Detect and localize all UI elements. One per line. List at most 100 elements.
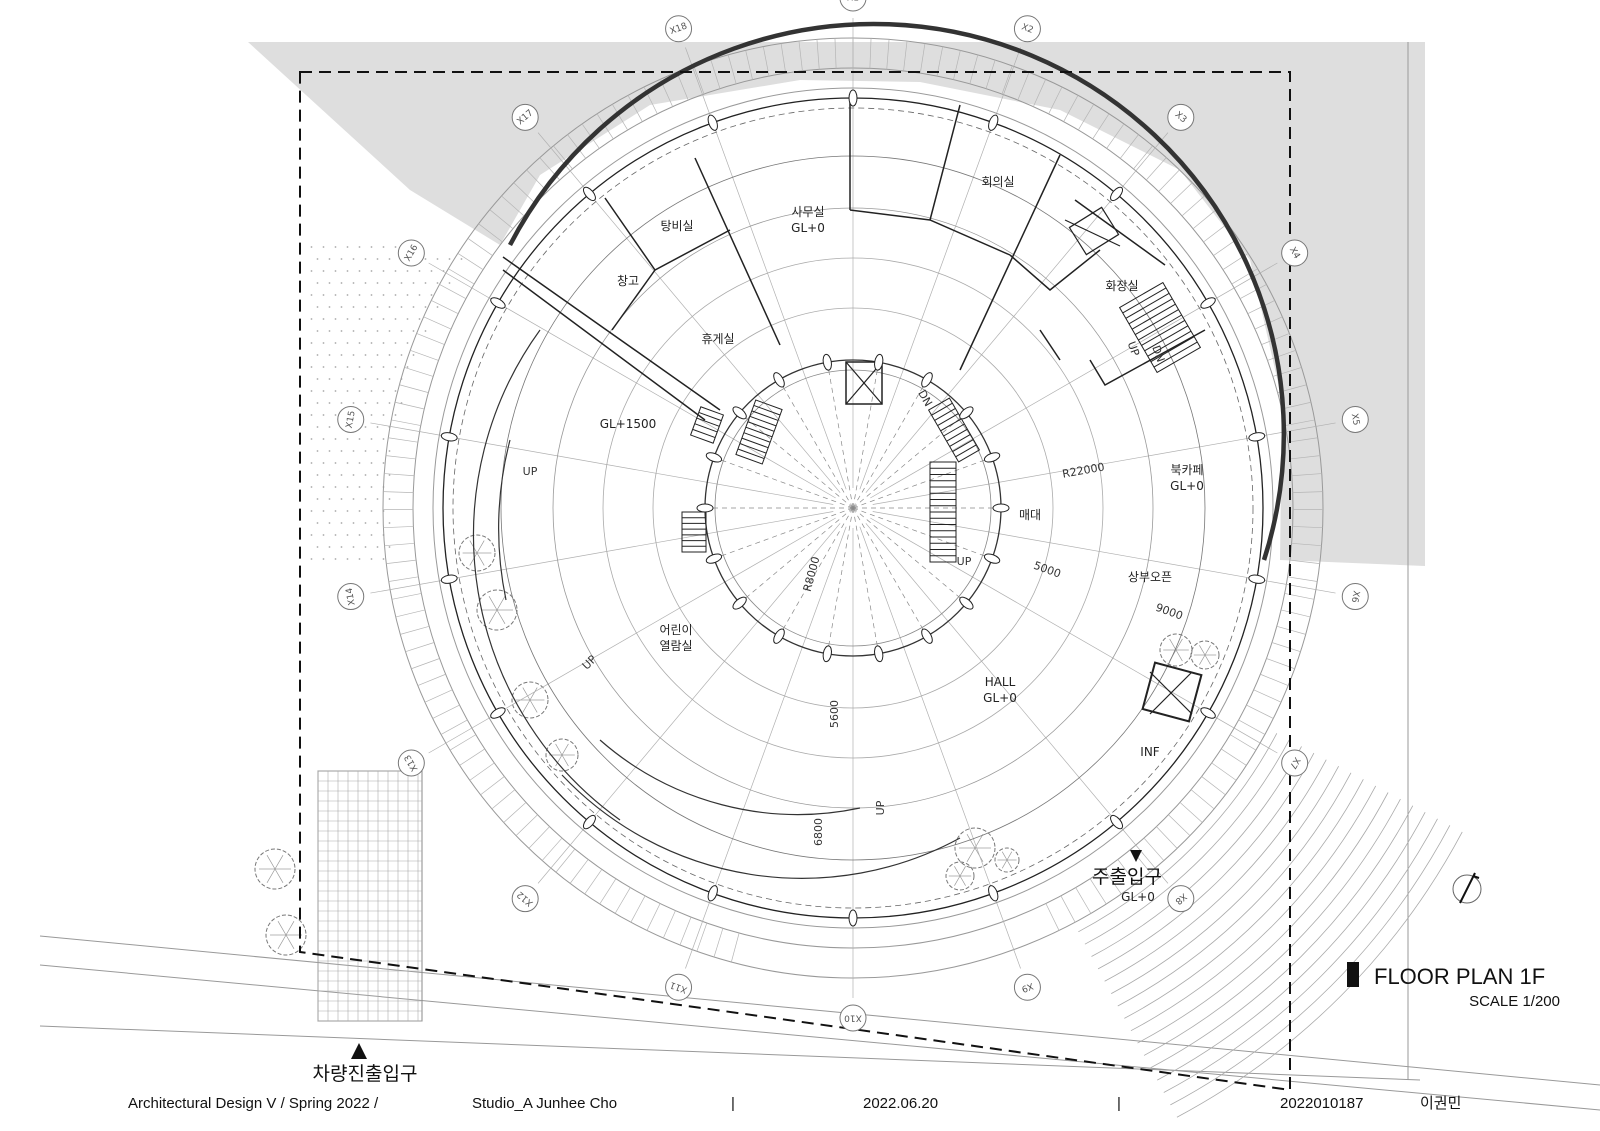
dot	[328, 498, 331, 500]
column	[921, 628, 933, 644]
dot	[448, 258, 451, 260]
dot	[424, 306, 427, 308]
dot	[364, 330, 367, 332]
main-entrance-label: 주출입구	[1092, 866, 1162, 888]
dim-r-outer: R22000	[1061, 460, 1105, 480]
dim-6800: 6800	[812, 818, 825, 846]
column	[848, 909, 858, 927]
dot	[358, 294, 361, 296]
dot	[400, 306, 403, 308]
dot	[358, 486, 361, 488]
dot	[358, 534, 361, 536]
plan-title: FLOOR PLAN 1F	[1374, 964, 1545, 989]
dot	[328, 330, 331, 332]
dot	[370, 510, 373, 512]
dimension-labels: R22000 R8000 5000 9000 5600 6800	[801, 460, 1185, 846]
dot	[346, 246, 349, 248]
dot	[394, 414, 397, 416]
dot	[412, 306, 415, 308]
dot	[394, 246, 397, 248]
dot	[334, 414, 337, 416]
label-kids-reading: 어린이	[659, 623, 692, 637]
dot	[328, 426, 331, 428]
dot	[334, 270, 337, 272]
dot	[310, 318, 313, 320]
grid-bubble	[665, 973, 693, 1001]
column	[696, 503, 714, 513]
dot	[334, 462, 337, 464]
footer-separator-1: |	[731, 1095, 735, 1112]
dot	[436, 282, 439, 284]
stair-up-east: UP	[957, 555, 972, 568]
column	[874, 645, 884, 663]
dot	[322, 438, 325, 440]
dot	[388, 522, 391, 524]
dot	[412, 354, 415, 356]
vehicle-entrance-arrow-icon	[351, 1043, 367, 1059]
dot	[358, 462, 361, 464]
dot	[352, 498, 355, 500]
column	[1110, 814, 1124, 830]
dot	[340, 522, 343, 524]
dot	[322, 534, 325, 536]
footer-date: 2022.06.20	[863, 1095, 938, 1112]
dot	[328, 522, 331, 524]
grid-bubble	[397, 749, 425, 777]
label-book-cafe: 북카페	[1170, 463, 1203, 477]
dot	[364, 474, 367, 476]
grid-bubble	[1013, 15, 1041, 43]
dim-9000: 9000	[1154, 601, 1185, 623]
dim-r-inner: R8000	[801, 555, 823, 593]
dot	[424, 330, 427, 332]
dot	[346, 486, 349, 488]
dot	[346, 510, 349, 512]
dot	[316, 282, 319, 284]
dot	[310, 342, 313, 344]
room-labels: 창고 탕비실 사무실 GL+0 회의실 화장실 휴게실 GL+1500 북카페 …	[600, 175, 1204, 759]
dim-5000: 5000	[1032, 559, 1063, 581]
room-walls	[502, 100, 1206, 421]
dot	[370, 486, 373, 488]
grid-axis-label: X9	[1020, 980, 1035, 994]
dot	[394, 270, 397, 272]
dot	[310, 390, 313, 392]
dot	[316, 378, 319, 380]
north-arrow-icon	[1452, 872, 1482, 904]
dot	[406, 294, 409, 296]
dot	[364, 402, 367, 404]
column	[983, 452, 1001, 463]
grid-bubble	[839, 0, 867, 12]
dot	[334, 486, 337, 488]
dot	[376, 474, 379, 476]
dot	[460, 258, 463, 260]
column	[582, 814, 596, 830]
column	[822, 353, 832, 371]
dot	[358, 246, 361, 248]
parking-grid	[317, 770, 423, 1022]
dot	[382, 366, 385, 368]
dot	[352, 474, 355, 476]
title-block: FLOOR PLAN 1F SCALE 1/200	[1347, 962, 1560, 1010]
dot	[394, 342, 397, 344]
dot	[382, 294, 385, 296]
dot	[328, 258, 331, 260]
stair-dn-east: DN	[915, 388, 935, 409]
dot	[310, 534, 313, 536]
label-restroom: 화장실	[1105, 279, 1138, 293]
dot	[406, 342, 409, 344]
dot	[412, 330, 415, 332]
dot	[316, 498, 319, 500]
column	[959, 406, 974, 420]
label-kids-reading-2: 열람실	[659, 639, 692, 653]
dot	[364, 354, 367, 356]
dot	[358, 390, 361, 392]
label-office: 사무실	[791, 205, 824, 219]
dotted-landscape-area	[310, 246, 463, 560]
service-cores	[845, 206, 1203, 723]
dot	[364, 282, 367, 284]
dot	[400, 330, 403, 332]
columns	[440, 89, 1266, 927]
ramp-up-southwest: UP	[580, 652, 600, 672]
dot	[316, 258, 319, 260]
dot	[376, 522, 379, 524]
